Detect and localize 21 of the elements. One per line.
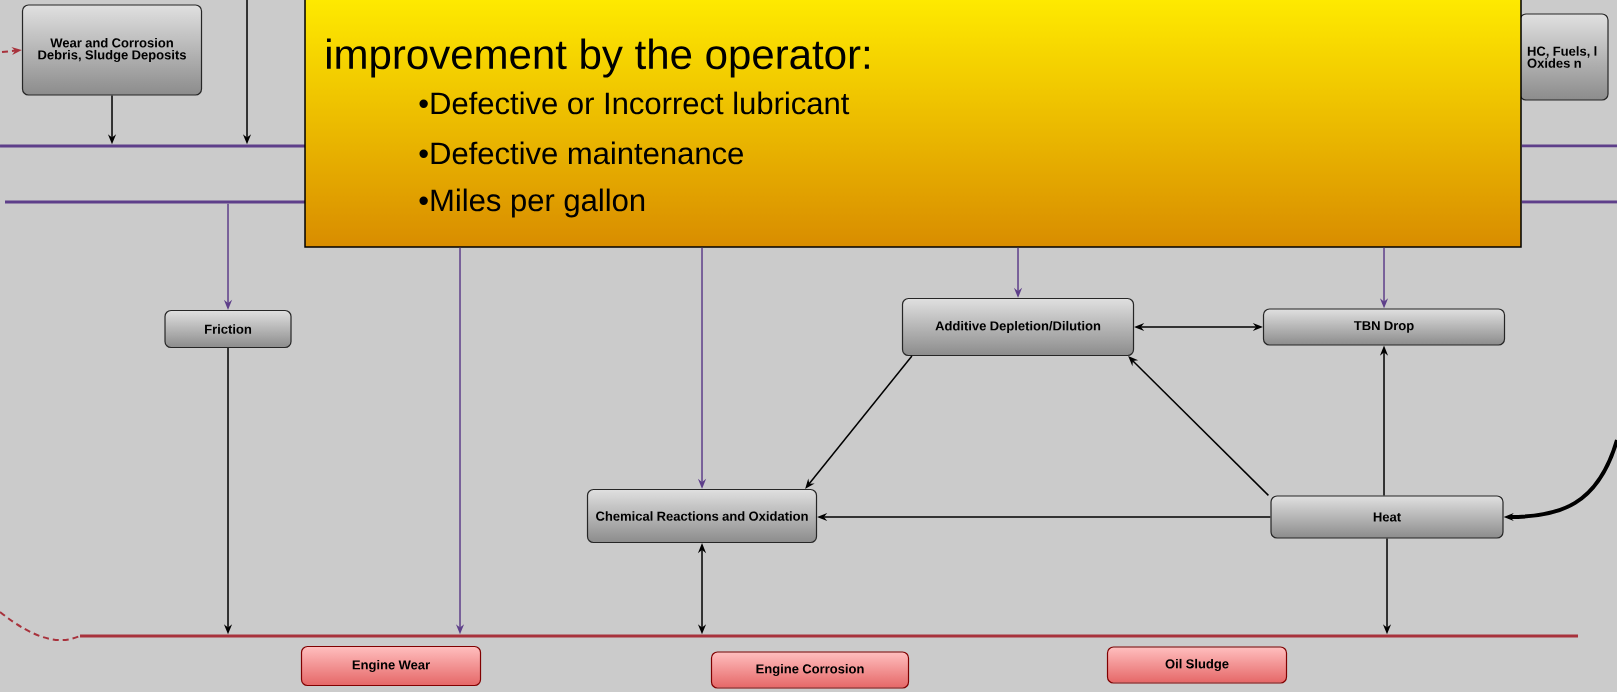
process-box: Wear and Corrosion Debris, Sludge Deposits	[21, 4, 203, 96]
bus-line	[1522, 200, 1617, 204]
result-box: Engine Wear	[300, 645, 482, 687]
process-box: Additive Depletion/Dilution	[901, 297, 1135, 357]
bullet-item: •Defective maintenance	[419, 141, 743, 165]
bus-line	[80, 634, 1578, 638]
bus-line	[5, 200, 305, 204]
bus-line	[1522, 144, 1617, 148]
process-box: HC, Fuels, l Oxides n	[1519, 13, 1609, 101]
process-box: Friction	[164, 309, 292, 349]
arrow	[1128, 356, 1270, 497]
process-box: Heat	[1270, 495, 1504, 539]
result-box: Engine Corrosion	[710, 651, 910, 689]
process-box: Chemical Reactions and Oxidation	[586, 488, 818, 544]
arrow	[805, 355, 913, 489]
process-box: TBN Drop	[1262, 308, 1506, 346]
bullet-item: •Miles per gallon	[419, 188, 645, 218]
result-box: Oil Sludge	[1106, 646, 1288, 684]
bullet-item: •Defective or Incorrect lubricant	[419, 91, 850, 115]
bus-line	[0, 144, 305, 148]
callout-heading: improvement by the operator:	[327, 38, 869, 78]
